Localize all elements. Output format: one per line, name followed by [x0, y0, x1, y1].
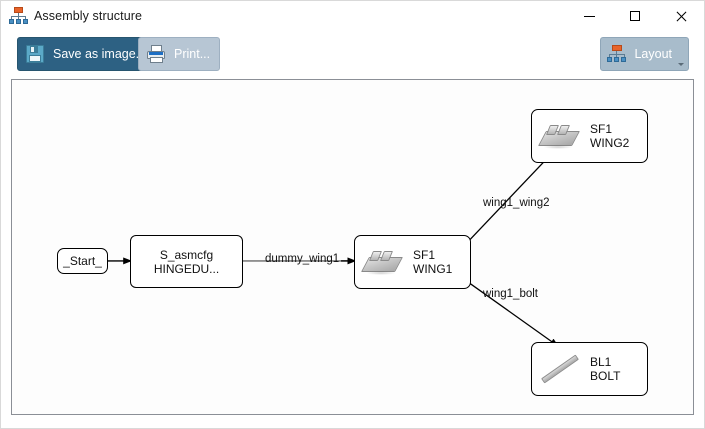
hierarchy-tree-icon	[9, 7, 28, 25]
maximize-button[interactable]	[612, 1, 658, 31]
window-controls	[566, 1, 704, 31]
printer-icon	[145, 43, 167, 65]
floppy-disk-icon	[24, 43, 46, 65]
layout-button[interactable]: Layout	[600, 37, 689, 71]
node-wing2-line1: SF1	[590, 122, 613, 136]
close-button[interactable]	[658, 1, 704, 31]
print-label: Print...	[174, 47, 211, 61]
node-start-label: _Start_	[63, 254, 102, 268]
hierarchy-tree-icon	[607, 44, 627, 64]
print-button[interactable]: Print...	[138, 37, 221, 71]
node-wing1-line2: WING1	[413, 262, 453, 276]
node-wing2-line2: WING2	[590, 136, 630, 150]
save-as-image-button[interactable]: Save as image...	[17, 37, 157, 71]
titlebar: Assembly structure	[1, 1, 704, 31]
save-as-image-label: Save as image...	[53, 47, 147, 61]
edge-label-wing1-wing2: wing1_wing2	[483, 197, 550, 209]
window-title: Assembly structure	[34, 9, 143, 23]
chevron-down-icon[interactable]	[678, 63, 684, 66]
node-asmcfg-line1: S_asmcfg	[159, 247, 214, 262]
node-wing1[interactable]: SF1 WING1	[354, 235, 471, 289]
edge-label-wing1-bolt: wing1_bolt	[483, 288, 538, 300]
part-icon	[361, 247, 403, 277]
edge-label-dummy-wing1: dummy_wing1	[265, 253, 340, 265]
node-asmcfg[interactable]: S_asmcfg HINGEDU...	[130, 235, 243, 288]
diagram-canvas[interactable]: _Start_ S_asmcfg HINGEDU... SF1 WING1	[11, 79, 694, 415]
node-bolt-line2: BOLT	[590, 369, 621, 383]
node-wing2[interactable]: SF1 WING2	[531, 109, 648, 163]
part-icon	[538, 121, 580, 151]
node-wing1-line1: SF1	[413, 248, 436, 262]
node-start[interactable]: _Start_	[57, 248, 108, 274]
maximize-icon	[630, 11, 640, 21]
node-bolt[interactable]: BL1 BOLT	[531, 342, 648, 396]
edge-wing1-to-bolt	[467, 281, 559, 347]
node-asmcfg-line2: HINGEDU...	[153, 261, 220, 276]
layout-label: Layout	[634, 47, 672, 61]
minimize-button[interactable]	[566, 1, 612, 31]
canvas-container: _Start_ S_asmcfg HINGEDU... SF1 WING1	[1, 79, 704, 428]
close-icon	[675, 10, 687, 22]
node-bolt-line1: BL1	[590, 355, 612, 369]
toolbar: Save as image... Print...	[1, 31, 704, 79]
minimize-icon	[583, 15, 595, 17]
bolt-icon	[540, 354, 580, 384]
